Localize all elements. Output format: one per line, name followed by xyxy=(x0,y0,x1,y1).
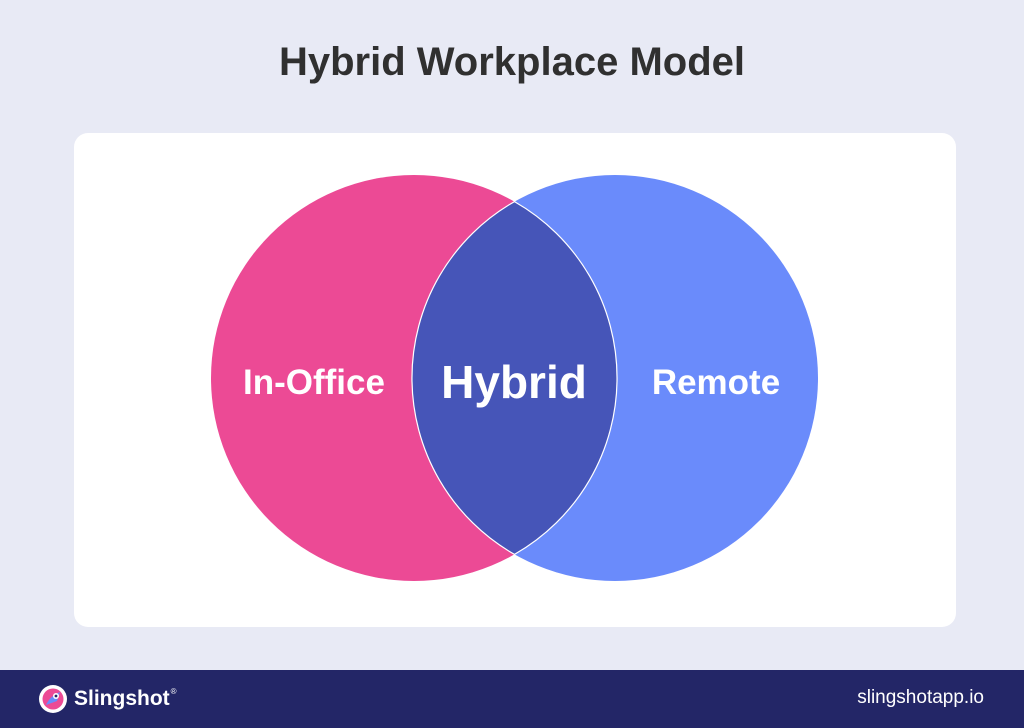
brand-link[interactable]: Slingshot ® xyxy=(38,683,177,715)
in-office-label: In-Office xyxy=(243,363,385,402)
slingshot-logo-icon xyxy=(39,685,67,713)
brand-registered-mark: ® xyxy=(170,686,177,696)
remote-label: Remote xyxy=(652,363,780,402)
footer-bar: Slingshot ® slingshotapp.io xyxy=(0,670,1024,728)
hybrid-overlap xyxy=(411,200,618,556)
hybrid-label: Hybrid xyxy=(441,356,587,408)
page-title: Hybrid Workplace Model xyxy=(278,40,745,84)
website-link[interactable]: slingshotapp.io xyxy=(857,687,984,708)
brand-name: Slingshot xyxy=(74,687,170,710)
